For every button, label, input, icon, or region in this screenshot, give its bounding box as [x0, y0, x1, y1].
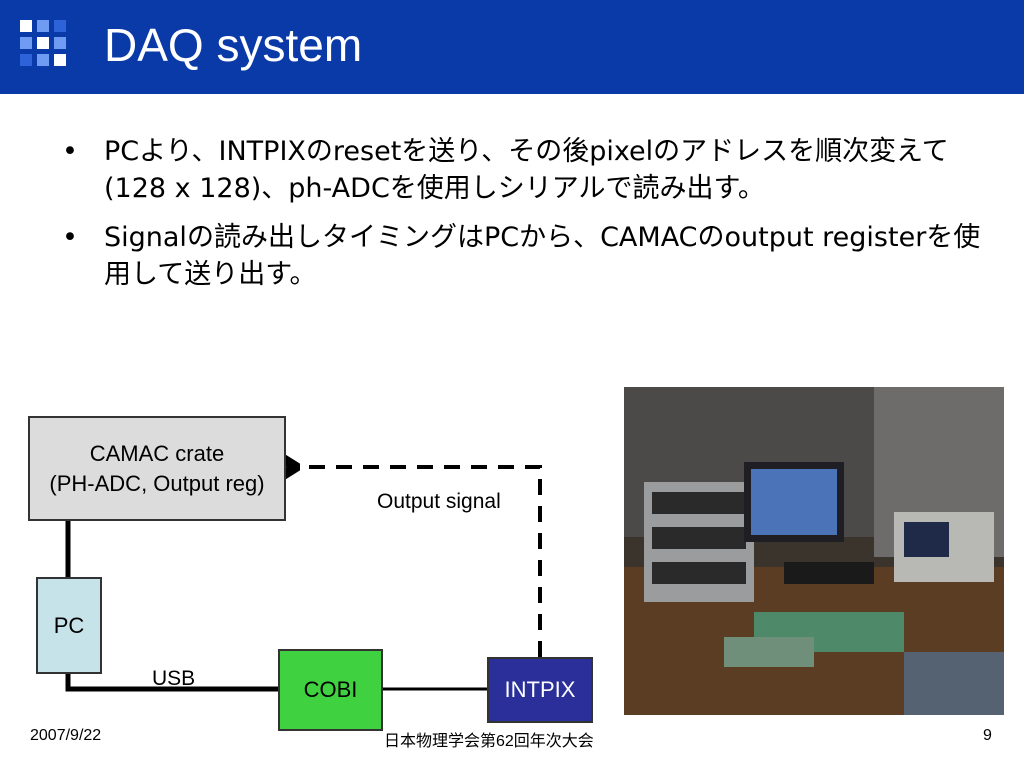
- usb-label: USB: [152, 667, 196, 690]
- slide-title: DAQ system: [104, 19, 363, 71]
- usb-line: [65, 672, 280, 692]
- footer-page-number: 9: [983, 727, 992, 744]
- output-signal-line: [292, 467, 542, 657]
- bullet-text: Signalの読み出しタイミングはPCから、CAMACのoutput regis…: [104, 222, 981, 290]
- bullet-text: PCより、INTPIXのresetを送り、その後pixelのアドレスを順次変えて…: [104, 136, 949, 204]
- intpix-label: INTPIX: [504, 677, 576, 702]
- camac-crate-sublabel: (PH-ADC, Output reg): [49, 470, 265, 496]
- title-bar: DAQ system: [0, 0, 1024, 94]
- camac-crate-label: CAMAC crate: [89, 440, 225, 466]
- camac-crate-box: CAMAC crate (PH-ADC, Output reg): [28, 416, 286, 521]
- output-signal-label: Output signal: [377, 490, 501, 513]
- cobi-box: COBI: [278, 649, 383, 731]
- footer-date: 2007/9/22: [30, 727, 102, 744]
- intpix-box: INTPIX: [487, 657, 593, 723]
- pc-label: PC: [53, 612, 85, 638]
- bullet-item: • PCより、INTPIXのresetを送り、その後pixelのアドレスを順次変…: [62, 133, 1002, 207]
- grid-logo-icon: [20, 20, 76, 74]
- bullet-item: • Signalの読み出しタイミングはPCから、CAMACのoutput reg…: [62, 219, 1002, 293]
- pc-box: PC: [36, 577, 102, 674]
- bullet-marker: •: [62, 136, 78, 167]
- lab-photo-illustration: [624, 387, 1004, 715]
- bullet-list: • PCより、INTPIXのresetを送り、その後pixelのアドレスを順次変…: [62, 133, 1002, 305]
- cobi-label: COBI: [303, 677, 358, 702]
- footer-event: 日本物理学会第62回年次大会: [384, 733, 594, 750]
- lab-setup-photo: [624, 387, 1004, 715]
- bullet-marker: •: [62, 222, 78, 253]
